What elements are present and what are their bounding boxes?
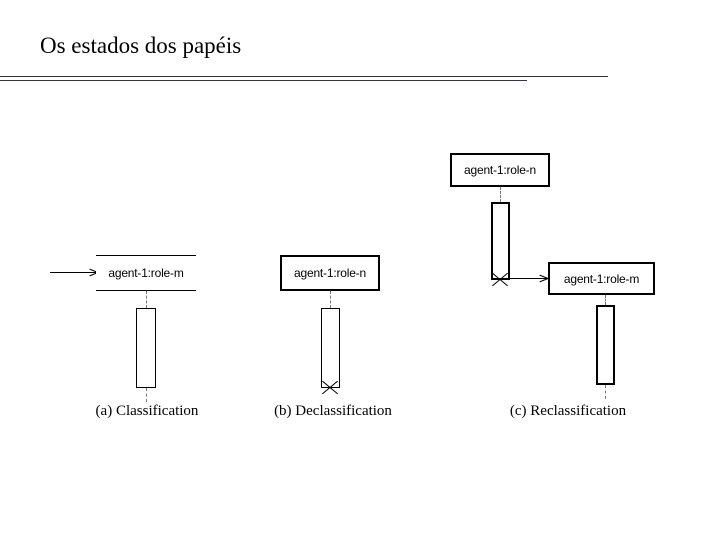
caption-reclassification: (c) Reclassification [509,403,627,419]
page-title: Os estados dos papéis [40,33,242,58]
reclassification-arrow [500,273,549,285]
object-header-role-m: agent-1:role-m [96,255,196,291]
activation-bar [136,308,156,388]
lifeline-upper [330,291,331,308]
lifeline-upper [146,291,147,308]
title-divider-bottom [0,80,527,81]
object-label: agent-1:role-n [464,163,536,177]
object-label: agent-1:role-m [563,271,640,286]
lifeline-role-m-lower [605,385,606,399]
classification-arrow [50,267,99,279]
destruction-x-icon [320,379,340,395]
object-box-role-n: agent-1:role-n [450,153,550,187]
object-box-role-m: agent-1:role-m [548,262,655,295]
object-box-role-n: agent-1:role-n [280,255,380,291]
lifeline-role-m-upper [605,295,606,305]
lifeline-role-n-upper [500,187,501,202]
activation-bar-role-m [596,305,615,385]
object-label: agent-1:role-m [108,266,184,280]
activation-bar [321,308,340,388]
caption-declassification: (b) Declassification [274,403,392,419]
activation-bar-role-n [491,202,510,280]
title-divider-top [0,76,608,77]
lifeline-lower [146,388,147,402]
object-label: agent-1:role-n [294,266,366,280]
caption-classification: (a) Classification [95,403,199,419]
